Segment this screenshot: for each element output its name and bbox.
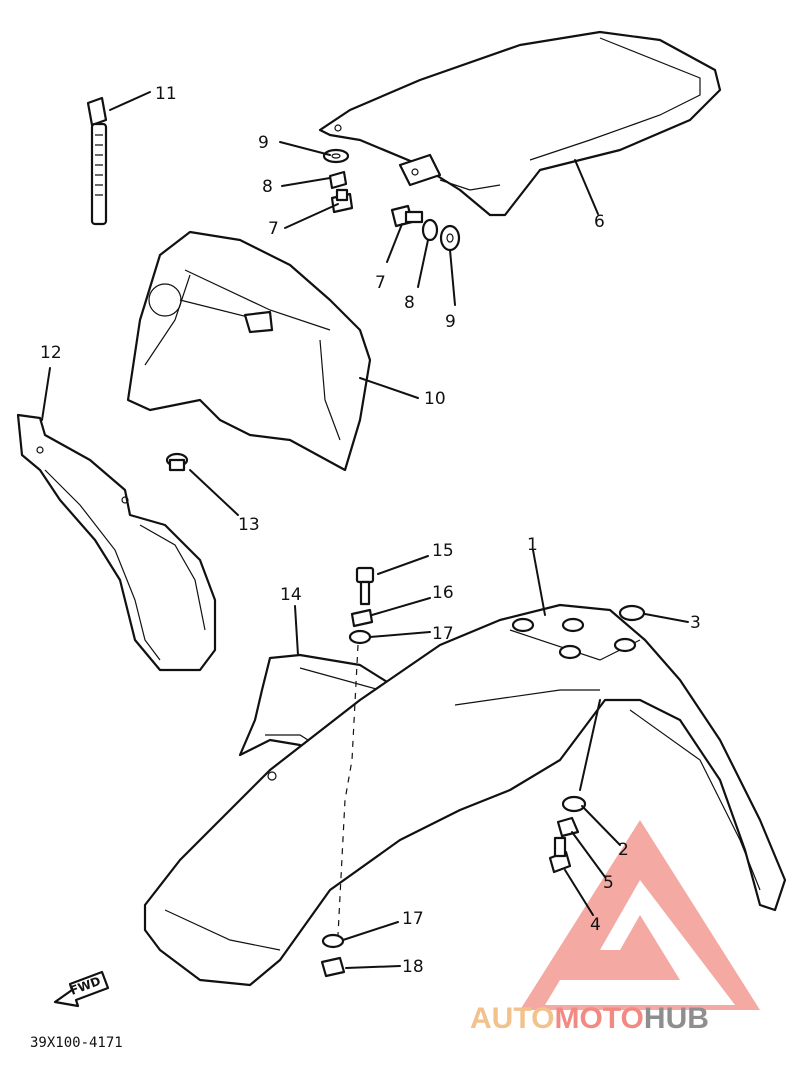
- callout-15: 15: [432, 541, 454, 561]
- callout-11: 11: [155, 84, 177, 104]
- callout-labels: 11 9 8 7 7 8 9 6 10 12 13 14 15 16 17 1 …: [40, 84, 701, 977]
- callout-7-left: 7: [268, 219, 279, 239]
- watermark-logo-triangle: [520, 820, 760, 1010]
- fastener-stack-left: [322, 148, 354, 214]
- fasteners-2-3-4-5: [548, 604, 646, 874]
- callout-3: 3: [690, 613, 701, 633]
- callout-16: 16: [432, 583, 454, 603]
- callout-17-bottom: 17: [402, 909, 424, 929]
- callout-14: 14: [280, 585, 302, 605]
- fastener-stack-right: [390, 204, 461, 252]
- callout-1: 1: [527, 535, 538, 555]
- svg-text:AUTOMOTOHUB: AUTOMOTOHUB: [470, 1002, 709, 1035]
- watermark-hub: HUB: [644, 1002, 709, 1035]
- drawing-code: 39X100-4171: [30, 1035, 123, 1051]
- fasteners-15-18: [320, 566, 375, 978]
- callout-10: 10: [424, 389, 446, 409]
- callout-17-top: 17: [432, 624, 454, 644]
- watermark-text: AUTOMOTOHUB: [470, 1002, 709, 1035]
- callout-18: 18: [402, 957, 424, 977]
- callout-2: 2: [618, 840, 629, 860]
- callout-6: 6: [594, 212, 605, 232]
- callout-8-left: 8: [262, 177, 273, 197]
- part-12-lower-guard: [16, 413, 217, 672]
- watermark-auto: AUTO: [470, 1002, 554, 1035]
- callout-5: 5: [603, 873, 614, 893]
- fwd-arrow-icon: FWD: [53, 970, 110, 1008]
- part-1-rear-fender: [143, 603, 787, 987]
- part-10-inner-guard: [126, 230, 372, 472]
- callout-4: 4: [590, 915, 601, 935]
- part-6-rear-flap: [318, 30, 722, 217]
- callout-8-right: 8: [404, 293, 415, 313]
- leader-lines: [41, 91, 689, 969]
- part-11-cable-tie: [86, 96, 108, 226]
- callout-7-right: 7: [375, 273, 386, 293]
- callout-9-right: 9: [445, 312, 456, 332]
- callout-12: 12: [40, 343, 62, 363]
- part-13-screw: [165, 452, 189, 472]
- callout-13: 13: [238, 515, 260, 535]
- watermark-moto: MOTO: [554, 1002, 643, 1035]
- callout-9-left: 9: [258, 133, 269, 153]
